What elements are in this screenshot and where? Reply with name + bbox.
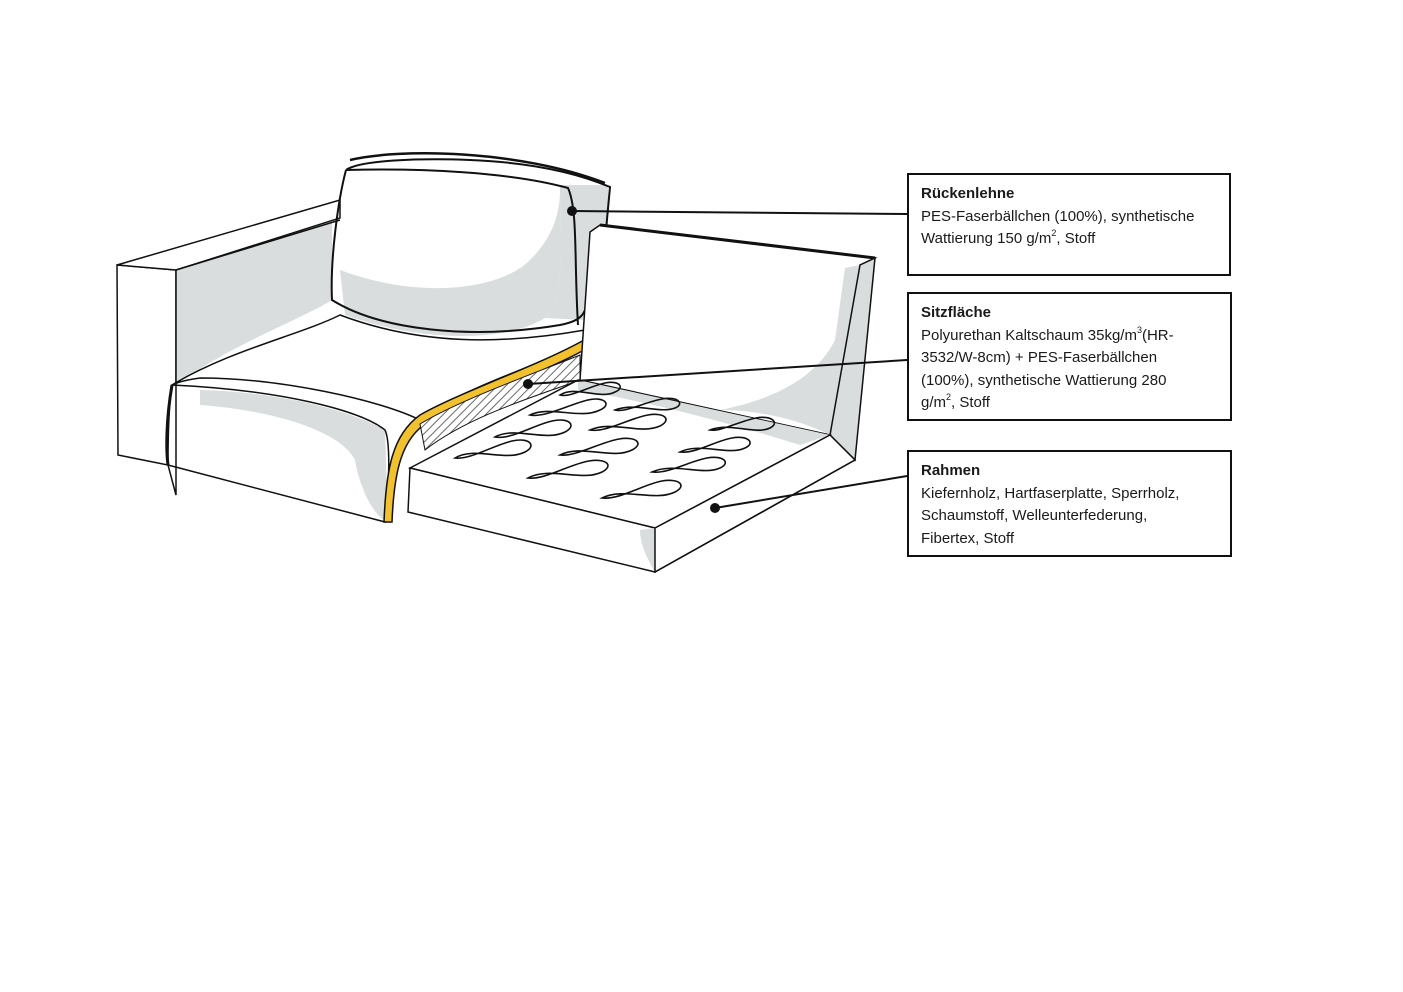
leader-line-rahmen [714, 475, 908, 509]
cutaway-frame [407, 223, 878, 574]
wavy-spring-icon [677, 436, 751, 453]
frame-back-shadow [720, 265, 860, 435]
callout-line: Schaumstoff, Welleunterfederung, [921, 507, 1148, 524]
wavy-spring-icon [612, 397, 681, 412]
armrest-top-face [116, 199, 341, 271]
wavy-spring-icon [558, 381, 621, 397]
superscript: 3 [1136, 324, 1142, 335]
callout-text-part: Wattierung 150 g/m [921, 230, 1052, 247]
callout-text-part: g/m [921, 394, 947, 411]
wavy-springs [452, 381, 776, 499]
back-cushion [330, 152, 612, 337]
superscript: 2 [946, 392, 952, 402]
callout-sitzflaeche: Sitzfläche Polyurethan Kaltschaum 35kg/m… [907, 292, 1232, 421]
wavy-spring-icon [452, 439, 532, 459]
wavy-spring-icon [525, 459, 609, 479]
callout-rueckenlehne: Rückenlehne PES-Faserbällchen (100%), sy… [907, 173, 1231, 276]
leader-dot-icon [710, 503, 720, 513]
wavy-spring-icon [587, 413, 667, 432]
wavy-spring-icon [649, 456, 727, 473]
armrest-inner-shadow [176, 222, 332, 385]
leader-line-sitzflaeche [527, 359, 908, 385]
wavy-spring-icon [557, 437, 639, 456]
leader-dots [523, 206, 720, 513]
callout-text-part: Polyurethan Kaltschaum 35kg/m [921, 326, 1137, 344]
callout-text-part: (HR- [1141, 326, 1174, 344]
frame-front-shadow [640, 528, 655, 572]
wavy-spring-icon [492, 419, 572, 439]
callout-line: Polyurethan Kaltschaum 35kg/m3(HR- [921, 325, 1220, 348]
wavy-spring-icon [707, 416, 776, 431]
back-cushion-shadow [340, 190, 561, 337]
callout-title: Sitzfläche [921, 304, 992, 321]
callout-title: Rahmen [921, 462, 981, 479]
seat-front-shadow [200, 390, 388, 522]
leader-dot-icon [523, 379, 533, 389]
leader-lines [527, 210, 908, 509]
leader-line-rueckenlehne [571, 210, 908, 215]
wavy-spring-icon [599, 479, 682, 499]
callout-text-part: , Stoff [1056, 230, 1096, 247]
callout-line: PES-Faserbällchen (100%), synthetische [921, 207, 1195, 225]
back-cushion-outline [330, 158, 612, 333]
callout-line: Fibertex, Stoff [921, 529, 1015, 547]
callout-line: Wattierung 150 g/m2, Stoff [921, 228, 1219, 251]
leader-dot-icon [567, 206, 577, 216]
callout-line: (100%), synthetische Wattierung 280 [921, 371, 1167, 389]
callout-line: 3532/W-8cm) + PES-Faserbällchen [921, 349, 1158, 366]
callout-title: Rückenlehne [921, 185, 1015, 202]
callout-text-part: , Stoff [951, 394, 990, 411]
superscript: 2 [1051, 228, 1057, 238]
seat-cushion [165, 314, 586, 523]
callout-line: Kiefernholz, Hartfaserplatte, Sperrholz, [921, 484, 1180, 502]
callout-rahmen: Rahmen Kiefernholz, Hartfaserplatte, Spe… [907, 450, 1232, 557]
left-armrest [116, 199, 341, 496]
wavy-spring-icon [527, 398, 607, 417]
callout-line: g/m2, Stoff [921, 392, 1220, 415]
